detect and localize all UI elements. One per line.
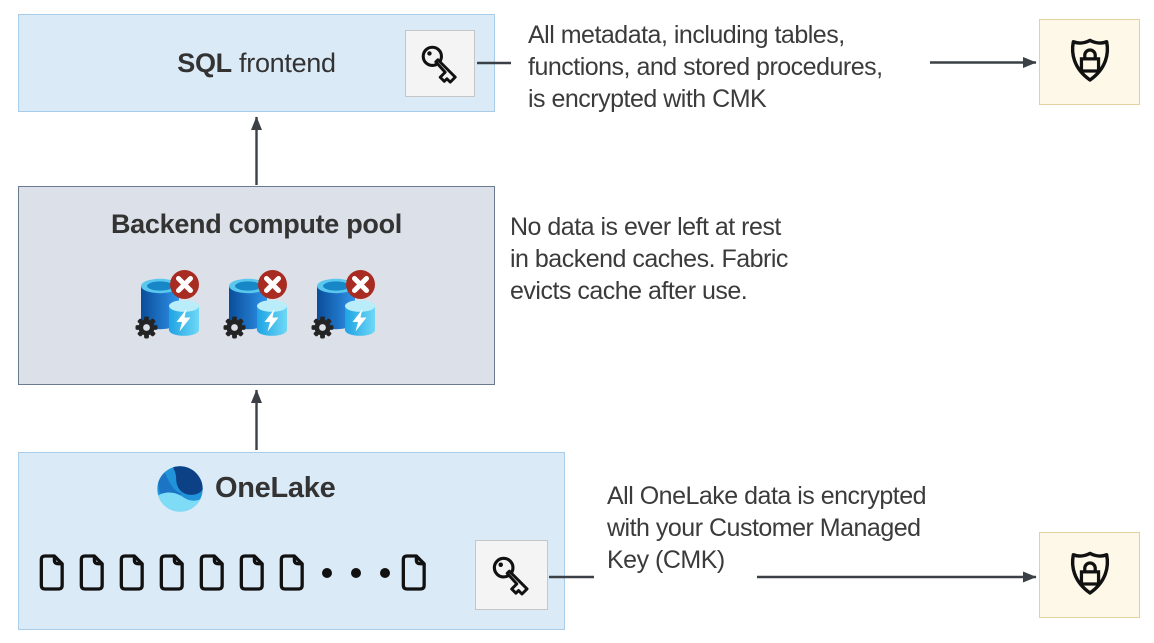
- shield-lock-icon: [1063, 547, 1117, 603]
- metadata-note: All metadata, including tables, function…: [528, 19, 883, 115]
- onelake-note-line1: All OneLake data is encrypted: [607, 482, 927, 510]
- document-icon: [156, 552, 187, 593]
- cmk-shield-card-bottom: [1039, 532, 1140, 618]
- ellipsis-dots: [322, 567, 390, 578]
- document-icon: [236, 552, 267, 593]
- onelake-documents: [36, 552, 438, 593]
- key-icon: [417, 41, 463, 87]
- onelake-note-line3: Key (CMK): [607, 546, 725, 574]
- metadata-note-line1: All metadata, including tables,: [528, 21, 845, 49]
- sql-frontend-title-bold: SQL: [177, 47, 232, 78]
- compute-node-row: [19, 266, 494, 342]
- cache-note-line3: evicts cache after use.: [510, 277, 748, 305]
- compute-cache-evicted-icon: [131, 266, 207, 342]
- document-icon: [116, 552, 147, 593]
- sql-key-tile: [405, 30, 475, 97]
- cmk-shield-card-top: [1039, 19, 1140, 105]
- ellipsis-dot: [380, 567, 390, 578]
- key-icon: [488, 552, 535, 599]
- cache-note-line1: No data is ever left at rest: [510, 213, 781, 241]
- backend-compute-pool-box: Backend compute pool: [18, 186, 495, 385]
- cache-note-line2: in backend caches. Fabric: [510, 245, 788, 273]
- onelake-box: [18, 452, 565, 630]
- document-icon: [398, 552, 429, 593]
- onelake-header: OneLake: [153, 459, 336, 517]
- ellipsis-dot: [351, 567, 361, 578]
- document-icon: [76, 552, 107, 593]
- document-icon: [276, 552, 307, 593]
- onelake-note-line2: with your Customer Managed: [607, 514, 921, 542]
- sql-frontend-title-rest: frontend: [231, 47, 336, 78]
- sql-frontend-title: SQL frontend: [19, 48, 494, 79]
- metadata-note-line2: functions, and stored procedures,: [528, 53, 883, 81]
- cache-note: No data is ever left at rest in backend …: [510, 211, 788, 307]
- onelake-note: All OneLake data is encrypted with your …: [607, 480, 927, 576]
- onelake-key-tile: [475, 540, 548, 610]
- shield-lock-icon: [1063, 34, 1117, 90]
- onelake-logo: [157, 466, 203, 512]
- onelake-title: OneLake: [215, 471, 336, 504]
- ellipsis-dot: [322, 567, 332, 578]
- compute-cache-evicted-icon: [219, 266, 295, 342]
- document-icon: [36, 552, 67, 593]
- backend-title: Backend compute pool: [110, 209, 403, 239]
- document-icon: [196, 552, 227, 593]
- compute-cache-evicted-icon: [307, 266, 383, 342]
- metadata-note-line3: is encrypted with CMK: [528, 85, 767, 113]
